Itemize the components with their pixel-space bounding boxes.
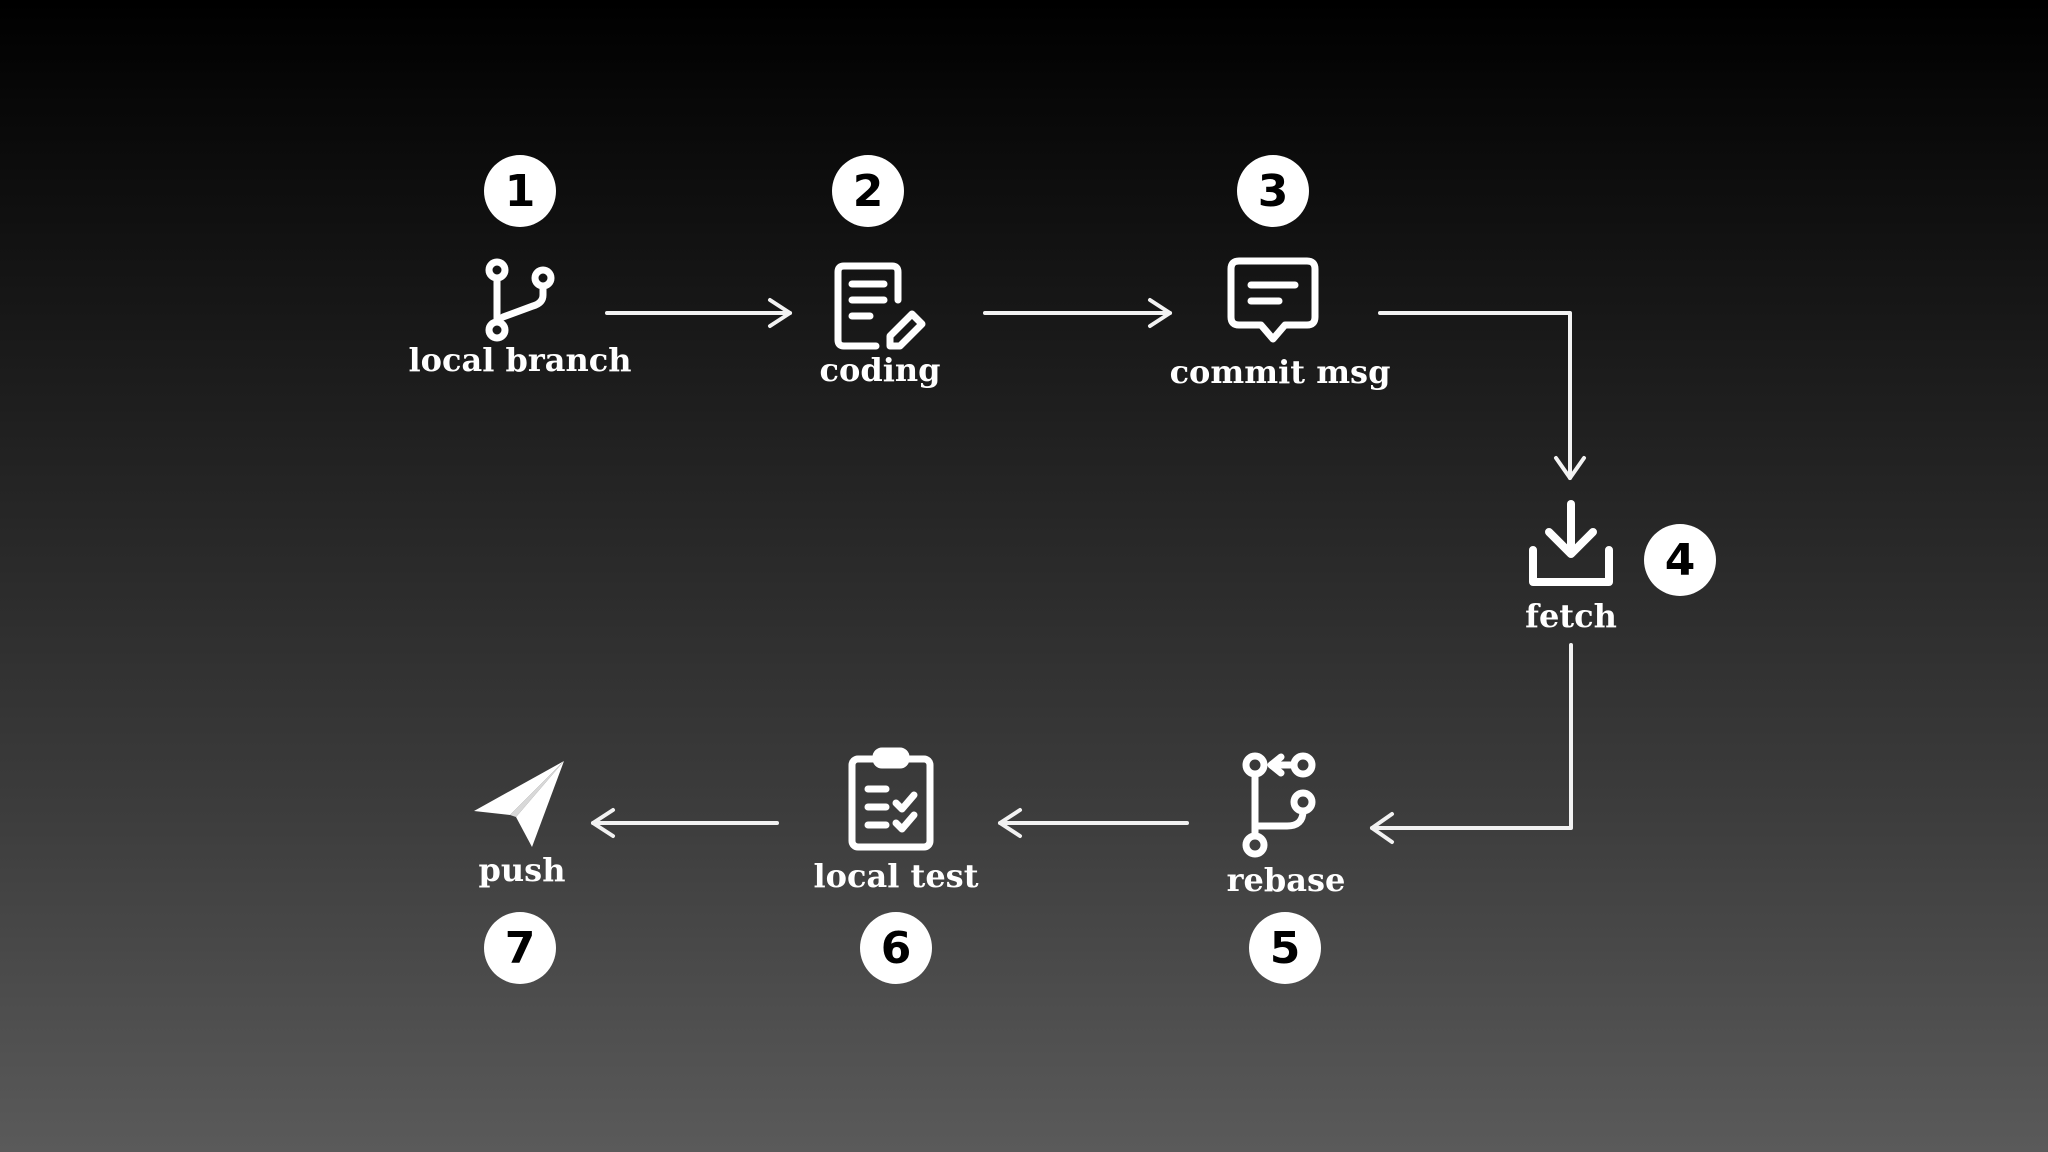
paper-plane-icon bbox=[474, 761, 564, 847]
clipboard-check-icon bbox=[848, 747, 934, 851]
step-6-label: local test bbox=[813, 857, 979, 895]
download-icon bbox=[1529, 500, 1613, 586]
step-1-label: local branch bbox=[408, 341, 632, 379]
step-7-label: push bbox=[478, 851, 566, 889]
arrow-1-to-2 bbox=[605, 298, 792, 328]
edit-document-icon bbox=[834, 262, 926, 350]
git-branch-icon bbox=[485, 258, 555, 342]
arrow-5-to-6 bbox=[998, 808, 1189, 838]
step-2-badge: 2 bbox=[832, 155, 904, 227]
arrow-2-to-3 bbox=[983, 298, 1172, 328]
arrow-6-to-7 bbox=[591, 808, 779, 838]
step-7-badge: 7 bbox=[484, 912, 556, 984]
git-rebase-icon bbox=[1242, 752, 1316, 858]
step-3-badge: 3 bbox=[1237, 155, 1309, 227]
arrow-3-to-4 bbox=[1378, 311, 1586, 480]
step-2-label: coding bbox=[819, 351, 941, 389]
message-icon bbox=[1227, 257, 1319, 343]
step-4-badge: 4 bbox=[1644, 524, 1716, 596]
step-4-label: fetch bbox=[1525, 597, 1617, 635]
step-5-label: rebase bbox=[1226, 861, 1346, 899]
arrow-4-to-5 bbox=[1370, 643, 1573, 844]
step-6-badge: 6 bbox=[860, 912, 932, 984]
step-3-label: commit msg bbox=[1169, 353, 1391, 391]
step-5-badge: 5 bbox=[1249, 912, 1321, 984]
step-1-badge: 1 bbox=[484, 155, 556, 227]
